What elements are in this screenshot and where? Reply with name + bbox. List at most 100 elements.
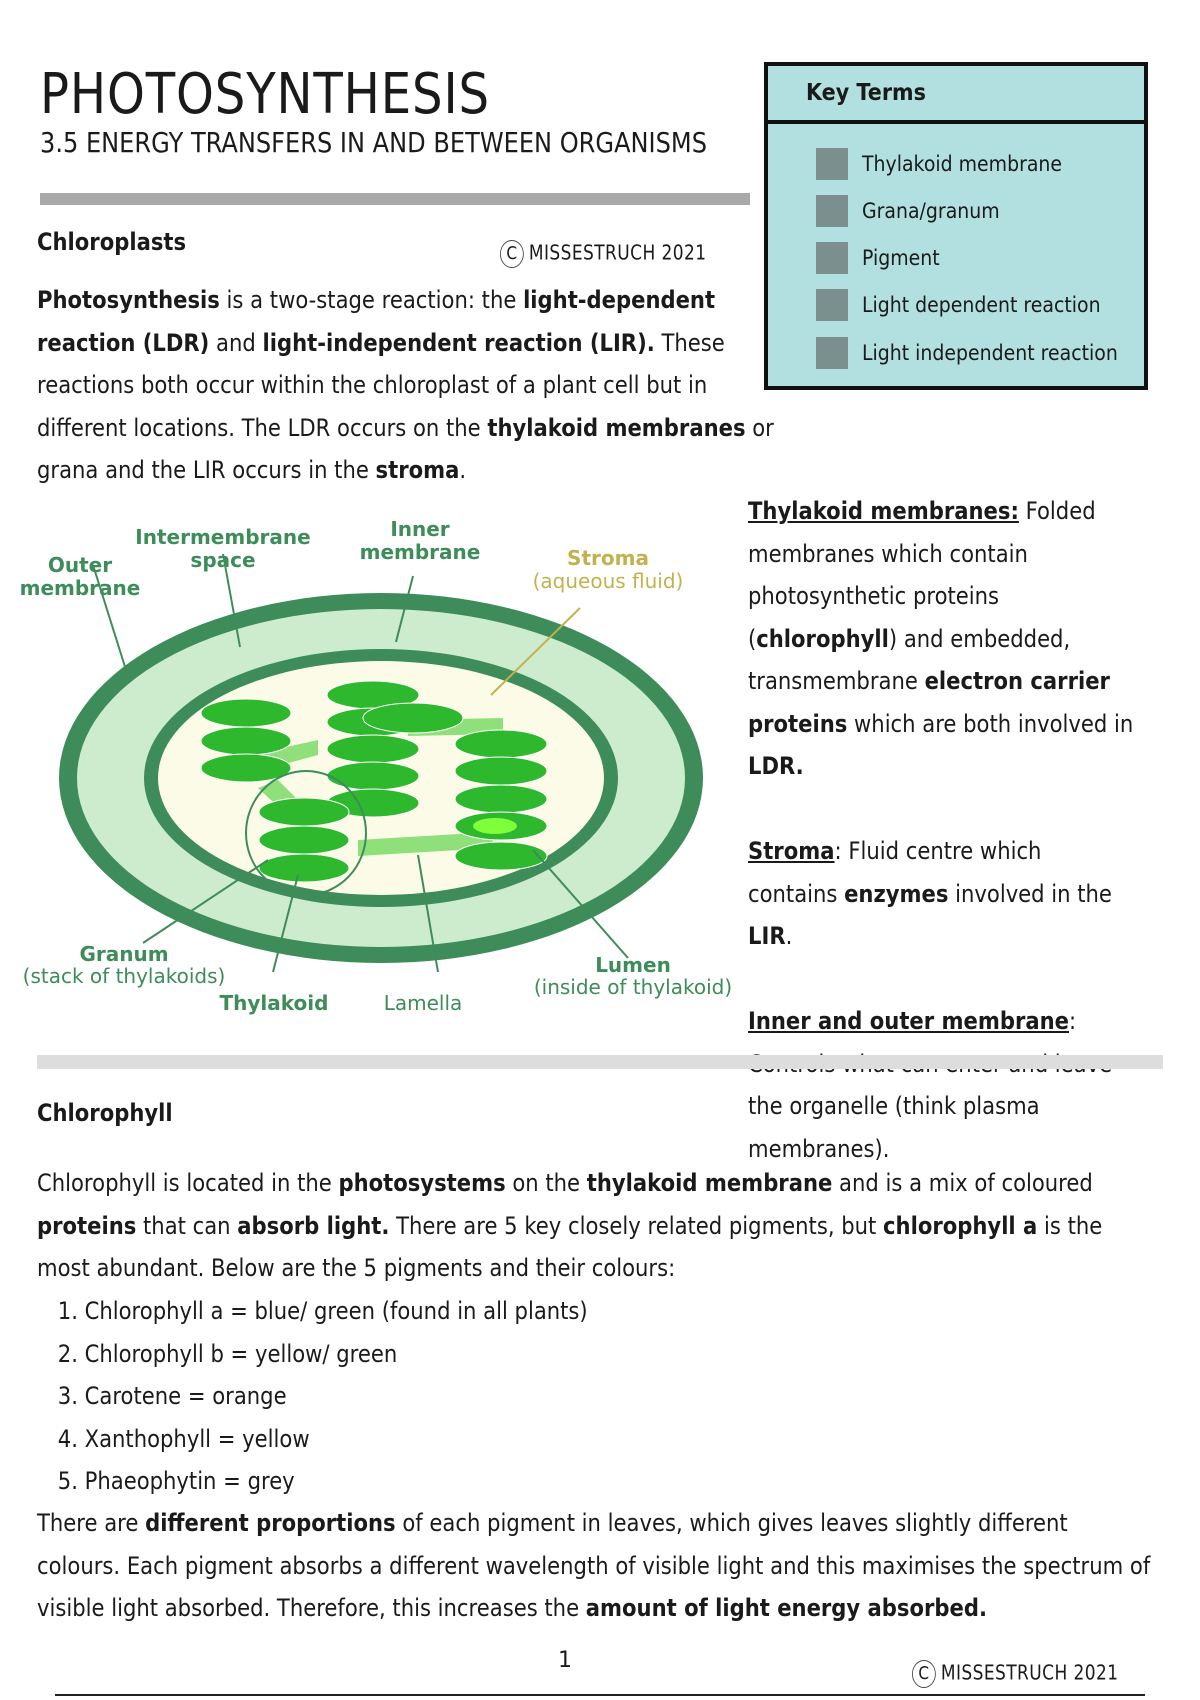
page-title: PHOTOSYNTHESIS [40, 62, 490, 127]
section-heading-chloroplasts: Chloroplasts [37, 228, 187, 256]
diagram-labels: Outer membrane Intermembrane space Inner… [20, 520, 733, 1015]
chloroplasts-intro: Photosynthesis is a two-stage reaction: … [37, 279, 798, 492]
key-term-label: Light dependent reaction [862, 293, 1101, 317]
list-item: Chlorophyll b = yellow/ green [85, 1333, 588, 1376]
text-run: and [209, 328, 263, 357]
text-run: involved in the [948, 879, 1112, 908]
copyright-icon: C [500, 240, 524, 268]
key-term-item: Grana/granum [816, 195, 1015, 227]
text-run: chlorophyll [756, 624, 889, 653]
key-terms-header: Key Terms [768, 66, 1144, 124]
leader-line [395, 575, 414, 643]
label-inner-membrane: membrane [360, 540, 481, 564]
definition-stroma: Stroma: Fluid centre which contains enzy… [748, 830, 1135, 958]
footer-rule [55, 1694, 1145, 1696]
pigment-list: Chlorophyll a = blue/ green (found in al… [60, 1290, 588, 1503]
label-granum: (stack of thylakoids) [23, 964, 226, 988]
label-intermembrane-space: Intermembrane [135, 525, 310, 549]
leader-line [417, 854, 439, 973]
text-run: Photosynthesis [37, 286, 220, 314]
thylakoid-disc [258, 825, 350, 855]
label-thylakoid: Thylakoid [220, 991, 329, 1015]
key-terms-heading: Key Terms [806, 80, 926, 106]
text-run: which are both involved in [847, 709, 1134, 738]
thylakoid-disc [326, 761, 420, 791]
thylakoid-disc [454, 784, 548, 814]
text-run: on the [505, 1169, 587, 1197]
label-lamella: Lamella [384, 991, 463, 1015]
header-divider [40, 193, 750, 205]
text-run: These reactions both occur within the ch… [37, 328, 725, 442]
text-run: LDR. [748, 752, 804, 780]
label-granum: Granum [79, 942, 168, 966]
thylakoid-disc [200, 698, 292, 728]
text-run: chlorophyll a [883, 1211, 1038, 1240]
text-run: Folded membranes which contain photosynt… [748, 497, 1096, 653]
text-run: different proportions [145, 1509, 396, 1537]
text-run: stroma [375, 456, 460, 484]
definition-term: Stroma [748, 837, 835, 865]
checkbox-square [816, 148, 848, 180]
text-run: LIR [748, 922, 786, 950]
text-run: : Fluid centre which contains [748, 837, 1042, 908]
text-run: . [785, 922, 793, 950]
text-run: is the most abundant. Below are the 5 pi… [37, 1211, 1103, 1283]
label-intermembrane-space: space [190, 548, 255, 572]
checkbox-square [816, 195, 848, 227]
label-outer-membrane: Outer [48, 553, 112, 577]
leader-line [92, 564, 127, 671]
grana-stacks [200, 680, 548, 883]
thylakoid-disc [258, 797, 350, 827]
thylakoid-disc [326, 734, 420, 764]
key-term-label: Thylakoid membrane [862, 152, 1063, 176]
key-term-item: Pigment [816, 242, 948, 274]
text-run: amount of light energy absorbed. [585, 1594, 988, 1622]
list-item: Xanthophyll = yellow [85, 1418, 588, 1461]
definitions-panel: Thylakoid membranes: Folded membranes wh… [748, 490, 1135, 1170]
label-stroma: (aqueous fluid) [533, 569, 684, 593]
leader-line [222, 553, 241, 648]
label-inner-membrane: Inner [390, 520, 449, 541]
list-item: Phaeophytin = grey [85, 1460, 588, 1503]
section-divider [37, 1055, 1163, 1069]
checkbox-square [816, 289, 848, 321]
granum-highlight-circle [245, 770, 367, 896]
label-lumen: Lumen [595, 953, 671, 977]
text-run: . [459, 456, 467, 484]
spacer [748, 788, 1135, 831]
text-run: There are [37, 1509, 146, 1537]
leader-line [532, 849, 629, 959]
thylakoid-disc [454, 841, 548, 871]
copyright-text: MISSESTRUCH 2021 [940, 1660, 1119, 1685]
list-item: Carotene = orange [85, 1375, 588, 1418]
page-number: 1 [558, 1648, 572, 1673]
key-terms-box: Key Terms Thylakoid membrane Grana/granu… [764, 62, 1148, 390]
page-subtitle: 3.5 ENERGY TRANSFERS IN AND BETWEEN ORGA… [40, 126, 707, 159]
list-item: Chlorophyll a = blue/ green (found in al… [85, 1290, 588, 1333]
text-run: thylakoid membrane [586, 1169, 833, 1197]
text-run: There are 5 key closely related pigments… [389, 1211, 884, 1240]
section-heading-chlorophyll: Chlorophyll [37, 1099, 173, 1127]
text-run: and is a mix of coloured [832, 1169, 1093, 1197]
text-run: or grana and the LIR occurs in the [37, 413, 774, 485]
key-term-label: Grana/granum [862, 199, 1000, 223]
spacer [748, 958, 1135, 1001]
text-run: absorb light. [237, 1211, 390, 1240]
thylakoid-disc [200, 726, 292, 756]
definition-thylakoid: Thylakoid membranes: Folded membranes wh… [748, 490, 1135, 788]
definition-term: Thylakoid membranes: [748, 497, 1019, 525]
label-stroma: Stroma [567, 546, 649, 570]
text-run: that can [136, 1211, 238, 1240]
text-run: of each pigment in leaves, which gives l… [37, 1509, 1151, 1622]
key-term-item: Light dependent reaction [816, 289, 1127, 321]
key-term-item: Light independent reaction [816, 337, 1146, 369]
thylakoid-disc [258, 853, 350, 883]
leader-line [142, 859, 269, 944]
text-run: light-independent reaction (LIR). [262, 328, 655, 357]
text-run: ) and embedded, transmembrane [748, 624, 1071, 696]
lumen-highlight [473, 818, 517, 834]
text-run: Chlorophyll is located in the [37, 1169, 339, 1197]
chlorophyll-paragraph-2: There are different proportions of each … [37, 1502, 1155, 1630]
